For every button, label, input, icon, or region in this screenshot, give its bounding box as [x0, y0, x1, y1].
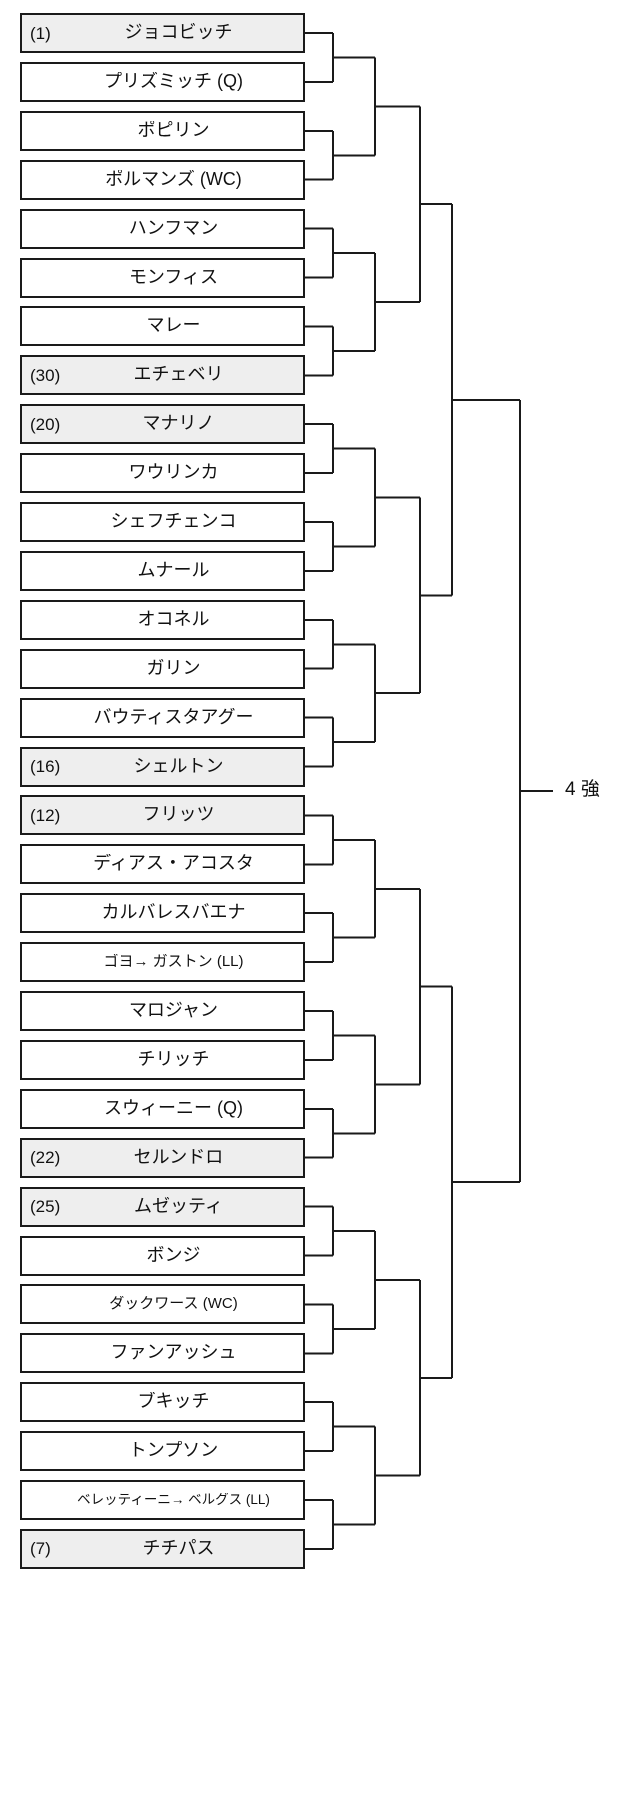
player-box[interactable]: プリズミッチ (Q): [20, 61, 305, 102]
player-box[interactable]: (22) セルンドロ: [20, 1137, 305, 1178]
player-name: モンフィス: [128, 267, 219, 287]
player-name: ゴヨ→ ガストン (LL): [103, 953, 244, 970]
player-box[interactable]: ハンフマン: [20, 208, 305, 249]
player-name: ディアス・アコスタ: [93, 854, 254, 874]
player-box[interactable]: ポピリン: [20, 110, 305, 151]
player-name: ワウリンカ: [128, 463, 219, 483]
player-box[interactable]: (1) ジョコビッチ: [20, 13, 305, 53]
player-box[interactable]: ベレッティーニ→ ベルグス (LL): [20, 1480, 305, 1520]
player-box[interactable]: ワウリンカ: [20, 453, 305, 494]
player-seed: (25): [30, 1197, 61, 1217]
player-seed: (1): [30, 23, 51, 43]
player-name: ポルマンズ (WC): [105, 169, 242, 189]
player-box[interactable]: ボンジ: [20, 1235, 305, 1276]
player-name: フリッツ: [142, 805, 215, 825]
player-box[interactable]: ファンアッシュ: [20, 1333, 305, 1374]
player-name: カルバレスバエナ: [101, 903, 246, 923]
player-name: チリッチ: [137, 1049, 210, 1069]
player-seed: (30): [30, 365, 61, 385]
player-box[interactable]: スウィーニー (Q): [20, 1088, 305, 1129]
player-name: ファンアッシュ: [110, 1343, 237, 1363]
player-seed: (20): [30, 414, 61, 434]
player-name: マナリノ: [142, 414, 215, 434]
player-box[interactable]: カルバレスバエナ: [20, 893, 305, 934]
player-box[interactable]: (12) フリッツ: [20, 795, 305, 836]
player-name: ダックワース (WC): [109, 1296, 238, 1313]
player-name: トンプソン: [128, 1441, 219, 1461]
player-name: ジョコビッチ: [124, 23, 233, 43]
player-name: チチパス: [142, 1538, 215, 1558]
player-name: ハンフマン: [128, 218, 219, 238]
player-box[interactable]: ポルマンズ (WC): [20, 159, 305, 200]
player-name: エチェベリ: [133, 365, 224, 385]
player-name: セルンドロ: [133, 1147, 224, 1167]
player-box[interactable]: ゴヨ→ ガストン (LL): [20, 942, 305, 983]
player-name: シェフチェンコ: [110, 512, 237, 532]
player-name: ムゼッティ: [134, 1196, 223, 1216]
player-box[interactable]: (16) シェルトン: [20, 746, 305, 787]
player-box[interactable]: (25) ムゼッティ: [20, 1186, 305, 1227]
player-name: ポピリン: [137, 120, 210, 140]
player-name: シェルトン: [133, 756, 224, 776]
player-box[interactable]: オコネル: [20, 599, 305, 640]
player-box[interactable]: ダックワース (WC): [20, 1284, 305, 1325]
player-box[interactable]: ガリン: [20, 648, 305, 689]
player-name: ガリン: [146, 658, 201, 678]
player-seed: (22): [30, 1148, 61, 1168]
player-name: ムナール: [137, 560, 210, 580]
player-box[interactable]: ムナール: [20, 550, 305, 591]
player-box[interactable]: (20) マナリノ: [20, 404, 305, 445]
stage-label-semifinal: 4 強: [565, 778, 600, 800]
player-name: バウティスタアグー: [93, 707, 254, 727]
player-box[interactable]: マロジャン: [20, 991, 305, 1031]
player-seed: (7): [30, 1539, 51, 1559]
player-name: スウィーニー (Q): [104, 1098, 243, 1118]
player-name: オコネル: [137, 609, 210, 629]
player-seed: (12): [30, 805, 61, 825]
player-name: マロジャン: [128, 1001, 219, 1021]
player-box[interactable]: ブキッチ: [20, 1382, 305, 1423]
player-box[interactable]: チリッチ: [20, 1039, 305, 1080]
player-name: ボンジ: [146, 1245, 201, 1265]
player-name: マレー: [146, 316, 201, 336]
player-box[interactable]: シェフチェンコ: [20, 502, 305, 542]
player-box[interactable]: モンフィス: [20, 257, 305, 298]
player-seed: (16): [30, 757, 61, 776]
player-name: ブキッチ: [137, 1392, 210, 1412]
player-box[interactable]: マレー: [20, 306, 305, 347]
player-name: ベレッティーニ→ ベルグス (LL): [77, 1492, 270, 1507]
player-name: プリズミッチ (Q): [104, 71, 243, 91]
player-box[interactable]: バウティスタアグー: [20, 697, 305, 738]
player-box[interactable]: (30) エチェベリ: [20, 355, 305, 396]
player-box[interactable]: ディアス・アコスタ: [20, 844, 305, 885]
player-box[interactable]: (7) チチパス: [20, 1528, 305, 1569]
player-box[interactable]: トンプソン: [20, 1431, 305, 1472]
